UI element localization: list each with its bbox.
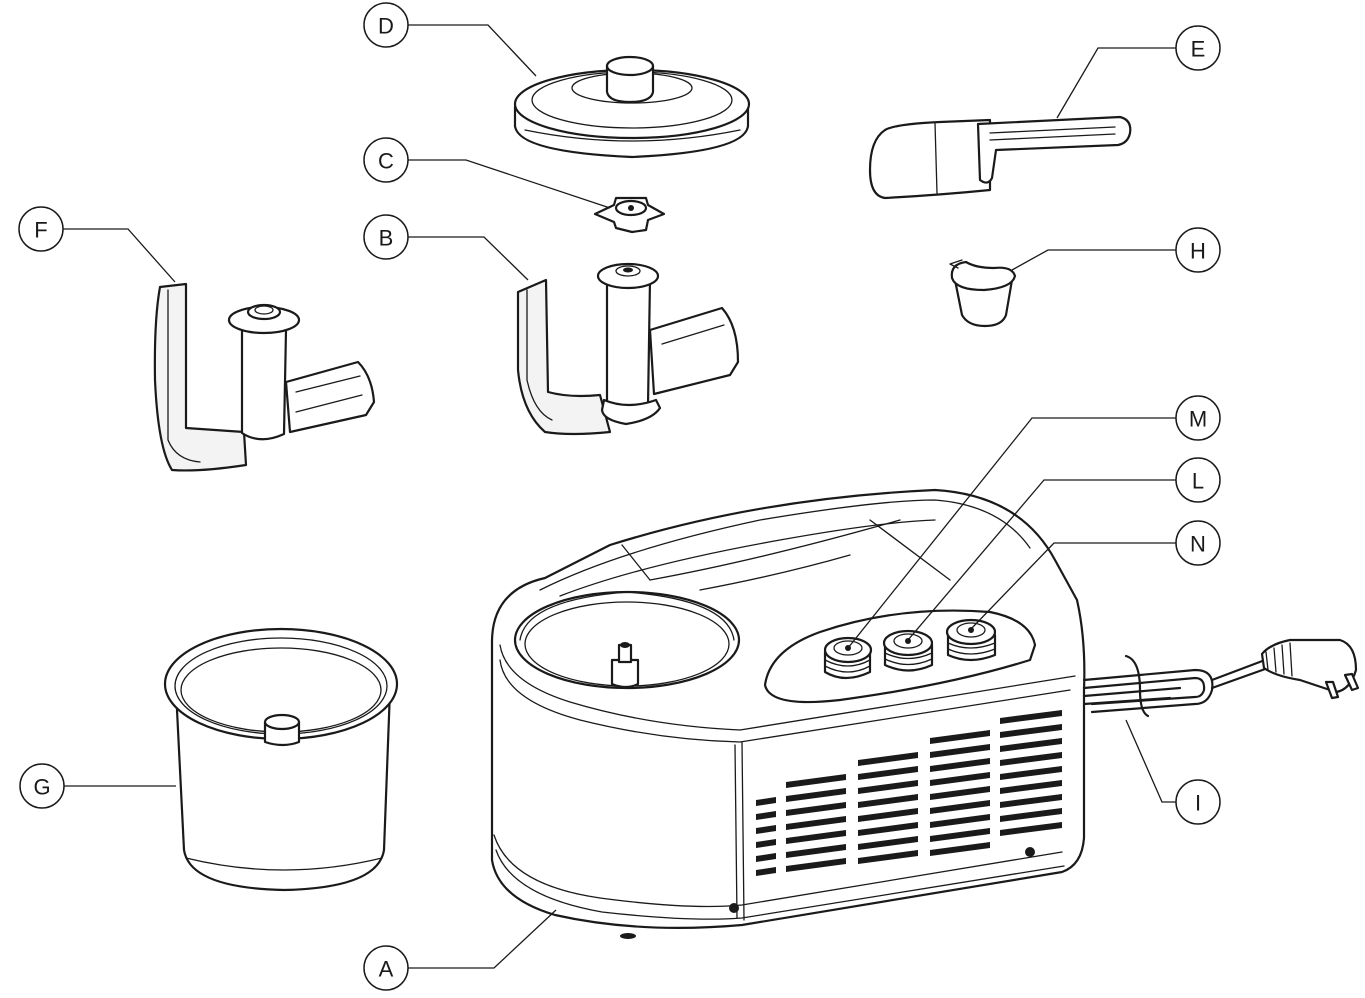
callout-m: M (1175, 395, 1221, 441)
callout-c: C (363, 137, 409, 183)
control-knob-l[interactable] (882, 629, 934, 672)
callout-b: B (363, 214, 409, 260)
callout-h-label: H (1190, 239, 1206, 264)
callout-e-label: E (1191, 37, 1206, 62)
bowl-part (163, 627, 399, 892)
main-unit-part (490, 488, 1086, 939)
callout-f-label: F (34, 218, 47, 243)
paddle-b-part (516, 262, 740, 436)
callout-l-label: L (1192, 469, 1204, 494)
control-knob-m[interactable] (823, 636, 873, 680)
callout-d: D (363, 2, 409, 48)
lid-part (513, 55, 751, 159)
callout-i-label: I (1195, 791, 1201, 816)
callout-leaders (63, 24, 1176, 969)
spatula-part (868, 115, 1132, 200)
callout-f: F (18, 206, 64, 252)
callout-a-label: A (379, 957, 394, 982)
callout-n: N (1175, 520, 1221, 566)
power-cord-part (1082, 638, 1360, 718)
callout-a: A (363, 945, 409, 991)
callout-h: H (1175, 227, 1221, 273)
callout-l: L (1175, 457, 1221, 503)
measuring-cup-part (949, 259, 1017, 328)
callout-b-label: B (379, 226, 394, 251)
callout-g-label: G (33, 775, 50, 800)
callout-m-label: M (1189, 407, 1207, 432)
adapter-part (593, 196, 666, 234)
callout-n-label: N (1190, 532, 1206, 557)
callout-c-label: C (378, 149, 394, 174)
callout-d-label: D (378, 14, 394, 39)
vent-grille (756, 710, 1062, 876)
callout-i: I (1175, 779, 1221, 825)
callout-g: G (19, 763, 65, 809)
control-knob-n[interactable] (945, 618, 997, 662)
paddle-f-part (153, 282, 376, 472)
callout-e: E (1175, 25, 1221, 71)
